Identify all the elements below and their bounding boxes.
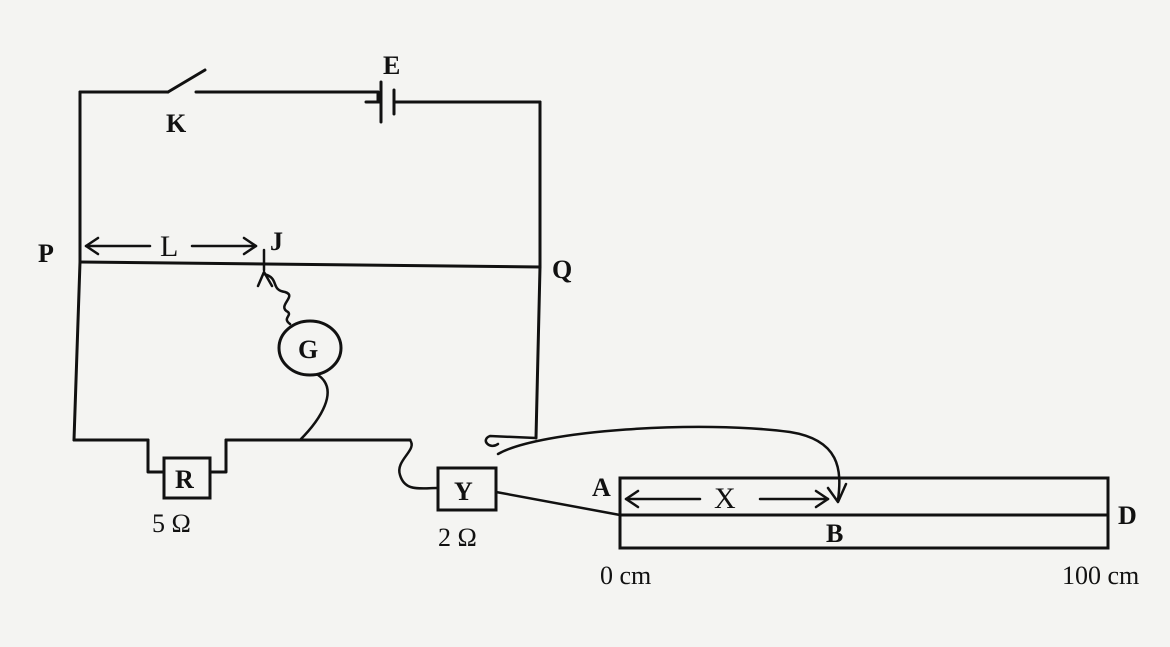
label-G: G [298, 335, 318, 364]
potentiometer-wire-PQ [78, 260, 542, 269]
meter-bridge [618, 476, 1110, 550]
arrow-at-B [826, 482, 848, 504]
cell-E [364, 80, 396, 124]
label-R-value: 5 Ω [152, 509, 191, 538]
label-P: P [38, 239, 54, 268]
length-L-arrow [84, 236, 258, 256]
label-A: A [592, 473, 611, 502]
left-wire-lower [72, 260, 82, 442]
wire-Y-to-A [494, 490, 622, 517]
label-R: R [175, 465, 194, 494]
galvanometer-G [277, 319, 343, 442]
label-Y-value: 2 Ω [438, 523, 477, 552]
label-Q: Q [552, 255, 572, 284]
label-E: E [383, 51, 400, 80]
label-B: B [826, 519, 843, 548]
resistor-Y [436, 466, 498, 512]
bottom-wire [72, 434, 538, 490]
label-X: X [714, 482, 736, 515]
key-switch-lever [166, 68, 207, 94]
label-K: K [166, 109, 187, 138]
label-L: L [160, 230, 178, 263]
jockey-J [256, 248, 292, 326]
label-D: D [1118, 501, 1137, 530]
resistor-R [162, 456, 212, 500]
right-wire-lower [534, 265, 542, 440]
wire-to-B [496, 425, 841, 502]
top-wire [78, 68, 542, 104]
label-scale-end: 100 cm [1062, 561, 1139, 590]
length-X-arrow [624, 489, 830, 509]
label-Y: Y [454, 477, 473, 506]
label-J: J [270, 227, 283, 256]
label-scale-start: 0 cm [600, 561, 651, 590]
